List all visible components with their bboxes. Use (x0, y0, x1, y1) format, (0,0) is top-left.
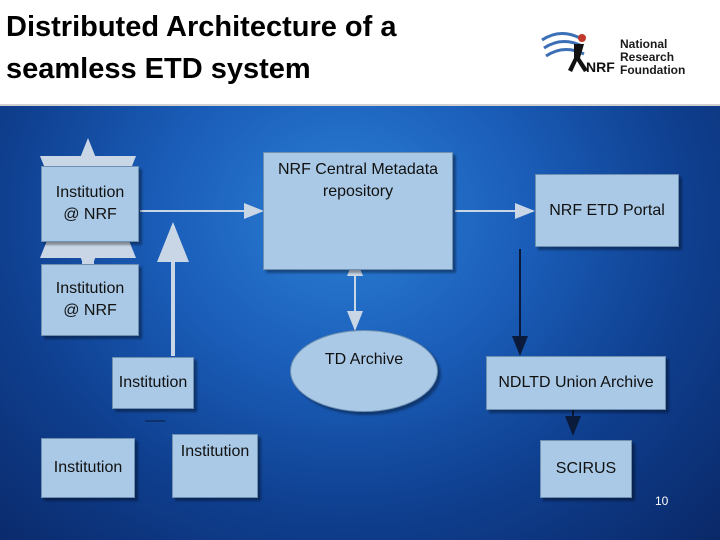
architecture-diagram: Institution @ NRF NRF Central Metadata r… (0, 104, 720, 540)
node-label: @ NRF (63, 206, 117, 223)
nrf-logo-mark-icon: NRF (541, 32, 615, 75)
diagram-connectors (40, 138, 581, 436)
node-label: @ NRF (63, 302, 117, 319)
nrf-logo-mark-text: NRF (586, 59, 615, 75)
node-institution-nrf-2: Institution @ NRF (41, 264, 139, 336)
node-central-metadata-repository: NRF Central Metadata repository (263, 152, 453, 270)
node-label: SCIRUS (555, 460, 617, 477)
node-institution-center: Institution (112, 357, 194, 409)
node-label: TD Archive (324, 351, 404, 368)
node-label: Institution (55, 184, 125, 201)
node-label: NDLTD Union Archive (498, 374, 654, 391)
logo-line-2: Research (620, 50, 675, 64)
node-label: Institution (118, 374, 188, 391)
node-label: repository (322, 183, 394, 200)
node-institution-left: Institution (41, 438, 135, 498)
node-etd-portal: NRF ETD Portal (535, 174, 679, 247)
page-number: 10 (655, 494, 669, 508)
slide-header: Distributed Architecture of a seamless E… (0, 0, 720, 106)
slide-title: Distributed Architecture of a seamless E… (6, 6, 466, 90)
node-institution-nrf-1: Institution @ NRF (41, 166, 139, 242)
node-scirus: SCIRUS (540, 440, 632, 498)
title-line-2: seamless ETD system (6, 53, 311, 85)
node-label: Institution (53, 459, 123, 476)
node-td-archive: TD Archive (290, 330, 438, 412)
node-label: Institution (55, 280, 125, 297)
node-label: NRF ETD Portal (549, 201, 665, 219)
nrf-logo: NRF National Research Foundation (540, 28, 700, 88)
node-label: Institution (180, 443, 250, 460)
node-label: NRF Central Metadata (277, 161, 439, 178)
node-ndltd-union-archive: NDLTD Union Archive (486, 356, 666, 410)
node-institution-mid: Institution (172, 434, 258, 498)
logo-line-3: Foundation (620, 63, 686, 77)
logo-line-1: National (620, 37, 668, 51)
title-line-1: Distributed Architecture of a (6, 11, 397, 43)
nrf-logo-text: National Research Foundation (620, 38, 685, 77)
